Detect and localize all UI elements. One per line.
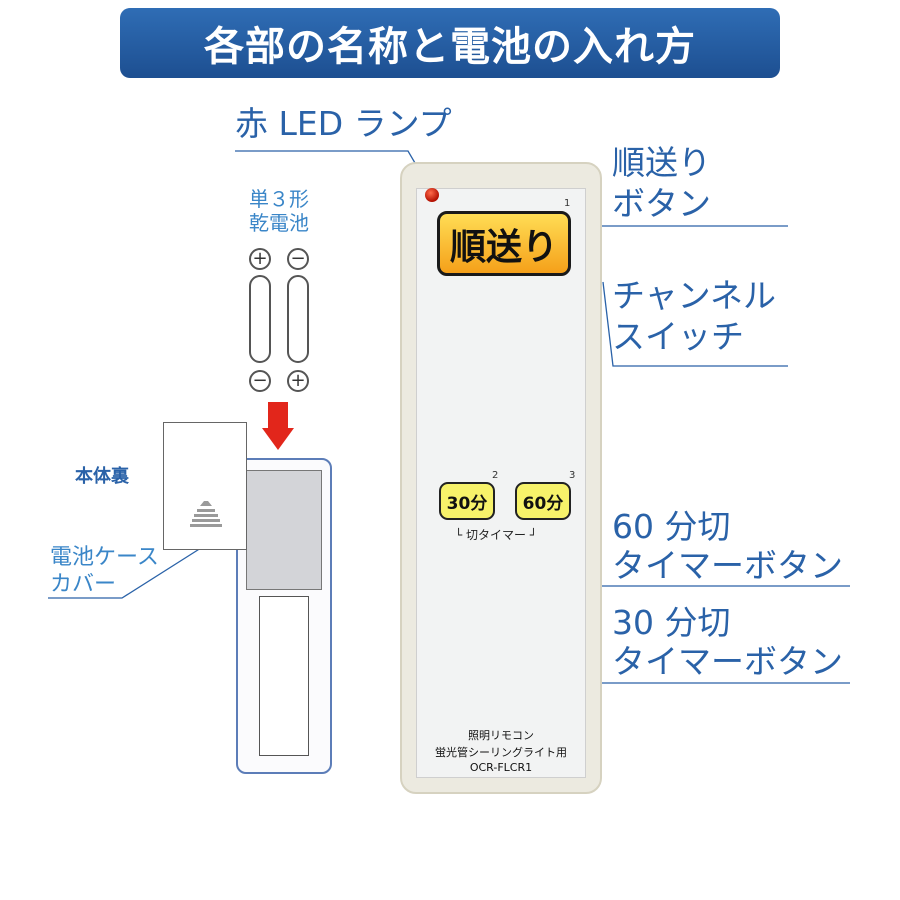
channel-label-line2: スイッチ xyxy=(612,317,744,356)
battery-label-line1: 単３形 xyxy=(249,187,309,211)
insert-arrow-icon xyxy=(268,402,288,430)
cover-label-line1: 電池ケース xyxy=(50,545,159,570)
t30-button-number: 2 xyxy=(492,470,499,481)
t30-label-line1: 30 分切 xyxy=(612,603,731,642)
cover-leader xyxy=(48,540,213,599)
next-label-line2: ボタン xyxy=(612,184,711,223)
channel-leader xyxy=(602,281,788,367)
next-button-number: 1 xyxy=(564,198,571,209)
battery-cell-icon xyxy=(287,275,309,363)
battery-compartment xyxy=(246,470,322,590)
page-title: 各部の名称と電池の入れ方 xyxy=(120,8,780,78)
timer-30-button[interactable]: 30分 xyxy=(439,482,495,520)
plus-icon: + xyxy=(287,370,309,392)
channel-label-line1: チャンネル xyxy=(612,276,777,315)
t60-label-line2: タイマーボタン xyxy=(612,546,843,585)
back-lower-panel xyxy=(259,596,309,756)
t60-button-number: 3 xyxy=(569,470,576,481)
timer-caption: └ 切タイマー ┘ xyxy=(455,528,538,542)
minus-icon: − xyxy=(287,248,309,270)
timer-60-button[interactable]: 60分 xyxy=(515,482,571,520)
back-side-label: 本体裏 xyxy=(75,466,129,487)
t30-label-line2: タイマーボタン xyxy=(612,642,843,681)
led-label: 赤 LED ランプ xyxy=(235,104,452,143)
plus-icon: + xyxy=(249,248,271,270)
battery-cover xyxy=(163,422,247,550)
cover-ridges-icon xyxy=(190,501,222,527)
remote-text-line2: 蛍光管シーリングライト用 xyxy=(435,746,567,759)
minus-icon: − xyxy=(249,370,271,392)
cover-label-line2: カバー xyxy=(50,572,117,597)
remote-text-line1: 照明リモコン xyxy=(468,729,534,742)
remote-model: OCR-FLCR1 xyxy=(469,761,533,774)
next-button[interactable]: 順送り xyxy=(437,211,571,276)
red-led-lamp xyxy=(425,188,439,202)
battery-cell-icon xyxy=(249,275,271,363)
insert-arrow-head-icon xyxy=(262,428,294,450)
next-label-line1: 順送り xyxy=(612,143,711,182)
t60-label-line1: 60 分切 xyxy=(612,507,731,546)
battery-label-line2: 乾電池 xyxy=(249,211,309,235)
